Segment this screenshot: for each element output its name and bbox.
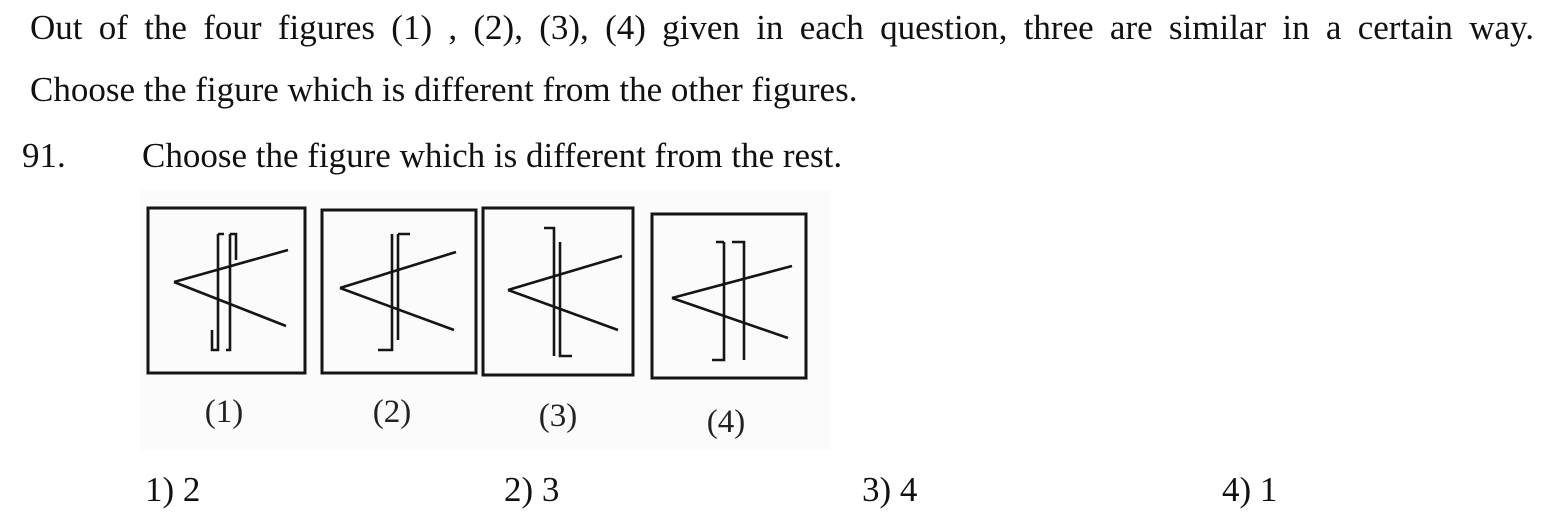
figure-3-line-lower [507, 288, 619, 332]
question-number: 91. [22, 136, 66, 175]
figure-2-left-bracket [378, 234, 394, 352]
figure-2-frame [320, 208, 478, 375]
question-text: Choose the figure which is different fro… [142, 136, 843, 175]
instruction-line-1: Out of the four figures (1) , (2), (3), … [30, 8, 1534, 47]
figure-4-left-bracket [712, 240, 726, 362]
figure-3[interactable] [481, 206, 635, 377]
figure-label-3: (3) [539, 398, 577, 434]
figure-label-2: (2) [373, 394, 411, 430]
figure-2-right-bracket [396, 232, 410, 340]
figure-1-frame [146, 206, 307, 375]
answer-option-2[interactable]: 2) 3 [504, 470, 560, 509]
answer-option-4[interactable]: 4) 1 [1222, 470, 1278, 509]
figure-4-frame [650, 212, 808, 380]
answer-option-1[interactable]: 1) 2 [145, 470, 201, 509]
instruction-line-2: Choose the figure which is different fro… [30, 70, 858, 109]
figure-3-frame [481, 206, 635, 377]
figure-1-hook [230, 232, 238, 260]
answer-option-3[interactable]: 3) 4 [862, 470, 918, 509]
figure-label-1: (1) [205, 394, 243, 430]
figure-strip-svg: (1) (2) (3) (4) [140, 190, 830, 450]
figure-3-right-bracket [558, 242, 572, 358]
figure-label-4: (4) [707, 404, 745, 440]
figure-1-right-bracket [218, 232, 232, 352]
figure-2[interactable] [320, 208, 478, 375]
figure-1-left-bracket [210, 234, 220, 352]
figure-3-left-bracket [544, 226, 556, 356]
figure-1[interactable] [146, 206, 307, 375]
figure-4[interactable] [650, 212, 808, 380]
figure-4-right-bracket [732, 240, 746, 360]
figure-3-line-upper [507, 254, 623, 292]
figure-strip: (1) (2) (3) (4) [140, 190, 830, 450]
figure-4-line-upper [671, 264, 793, 300]
figure-4-line-lower [671, 296, 789, 340]
